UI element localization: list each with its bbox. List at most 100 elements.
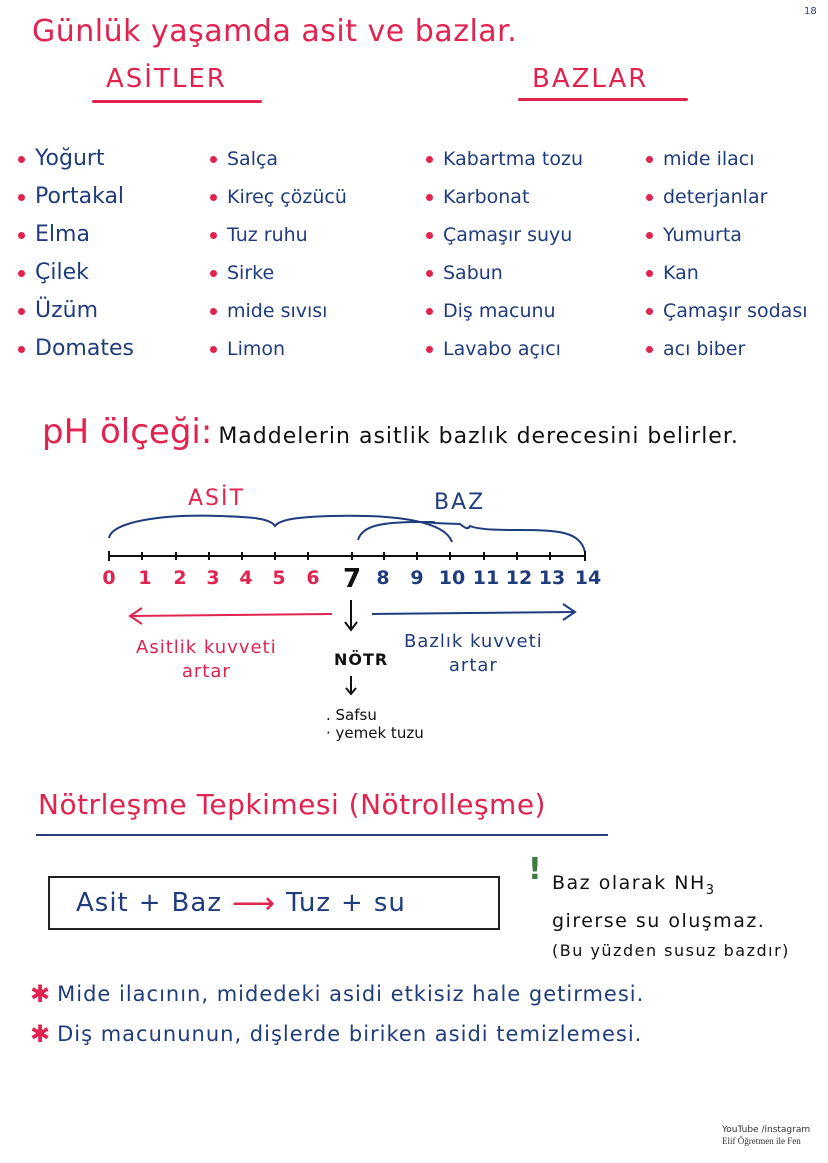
neutral-examples: . Safsu · yemek tuzu — [326, 706, 424, 742]
acid-strength-label: Asitlik kuvveti artar — [136, 636, 277, 684]
neutral-label: NÖTR — [334, 650, 389, 669]
neutral-example: · yemek tuzu — [326, 724, 424, 742]
ph-definition: Maddelerin asitlik bazlık derecesini bel… — [218, 424, 739, 449]
list-item: Yumurta — [646, 216, 808, 254]
acids-list-col2: Salça Kireç çözücü Tuz ruhu Sirke mide s… — [210, 140, 347, 368]
equation-product-salt: Tuz — [285, 888, 332, 918]
acids-list-col1: Yoğurt Portakal Elma Çilek Üzüm Domates — [18, 140, 134, 368]
list-item: Elma — [18, 216, 134, 254]
bullet-icon — [210, 231, 217, 239]
list-item: Kan — [646, 254, 808, 292]
list-item: Üzüm — [18, 292, 134, 330]
neutralization-title-underline — [36, 834, 608, 836]
bases-list-col2: mide ilacı deterjanlar Yumurta Kan Çamaş… — [646, 140, 808, 368]
bullet-icon — [18, 193, 25, 201]
acid-arrow-left-icon — [128, 607, 333, 625]
list-item: Yoğurt — [18, 140, 134, 178]
bullet-icon — [210, 269, 217, 277]
bullet-icon — [210, 155, 217, 163]
tick-label: 0 — [102, 567, 116, 589]
tick-label: 8 — [376, 567, 390, 589]
tick-label: 14 — [574, 567, 602, 589]
equation-box: Asit + Baz ⟶ Tuz + su — [48, 876, 500, 930]
bullet-icon — [18, 345, 25, 353]
base-brace-icon — [357, 520, 586, 553]
base-range-label: BAZ — [434, 490, 486, 515]
bullet-icon — [210, 193, 217, 201]
bullet-icon — [646, 231, 653, 239]
list-item: Kabartma tozu — [426, 140, 583, 178]
page-title: Günlük yaşamda asit ve bazlar. — [32, 14, 518, 49]
list-item: Kireç çözücü — [210, 178, 347, 216]
bullet-icon — [646, 155, 653, 163]
bullet-icon — [646, 307, 653, 315]
tick-label: 1 — [138, 567, 152, 589]
base-strength-line1: Bazlık kuvveti — [404, 631, 543, 652]
down-arrow-icon — [345, 676, 357, 696]
asterisk-icon: ✱ — [30, 1020, 52, 1048]
equation-reactant-base: Baz — [171, 888, 222, 918]
page-number: 18 — [804, 6, 817, 17]
tick-label: 11 — [472, 567, 500, 589]
note-line-3: (Bu yüzden susuz bazdır) — [552, 940, 790, 960]
bullet-icon — [646, 193, 653, 201]
tick-label: 3 — [206, 567, 220, 589]
equation-plus: + — [138, 888, 162, 918]
bullet-icon — [426, 269, 433, 277]
bullet-icon — [426, 345, 433, 353]
ph-scale-diagram — [108, 514, 586, 561]
bullet-icon — [426, 193, 433, 201]
base-strength-line2: artar — [448, 655, 498, 676]
base-strength-label: Bazlık kuvveti artar — [404, 630, 543, 678]
ph-title: pH ölçeği: — [42, 412, 213, 452]
tick-label: 7 — [342, 564, 362, 594]
bullet-icon — [18, 269, 25, 277]
list-item: Tuz ruhu — [210, 216, 347, 254]
tick-label: 5 — [272, 567, 286, 589]
equation-reactant-acid: Asit — [76, 888, 129, 918]
bullet-icon — [18, 155, 25, 163]
bullet-icon — [646, 269, 653, 277]
tick-label: 13 — [538, 567, 566, 589]
tick-label: 4 — [239, 567, 253, 589]
bases-heading-underline — [518, 98, 688, 101]
footer-line-1: YouTube /instagram — [722, 1125, 811, 1135]
equation-product-water: su — [373, 888, 406, 918]
list-item: Karbonat — [426, 178, 583, 216]
note-line-2: girerse su oluşmaz. — [552, 909, 766, 932]
bases-list-col1: Kabartma tozu Karbonat Çamaşır suyu Sabu… — [426, 140, 583, 368]
note-line-1: Baz olarak NH3 — [552, 872, 716, 898]
base-arrow-right-icon — [371, 603, 577, 621]
list-item: Limon — [210, 330, 347, 368]
ammonia-note: Baz olarak NH3 girerse su oluşmaz. (Bu y… — [552, 868, 790, 966]
acids-heading-underline — [92, 100, 262, 103]
tick-label: 10 — [438, 567, 466, 589]
bullet-icon — [426, 155, 433, 163]
list-item: deterjanlar — [646, 178, 808, 216]
acid-brace-icon — [108, 514, 453, 543]
example-line: ✱ Diş macununun, dişlerde biriken asidi … — [30, 1020, 642, 1048]
ph-ticks — [108, 551, 586, 561]
ph-arrows — [128, 600, 577, 696]
list-item: Sabun — [426, 254, 583, 292]
list-item: Sirke — [210, 254, 347, 292]
acid-strength-line2: artar — [181, 661, 231, 682]
list-item: Portakal — [18, 178, 134, 216]
example-text: Mide ilacının, midedeki asidi etkisiz ha… — [57, 982, 645, 1006]
tick-label: 6 — [306, 567, 320, 589]
bullet-icon — [426, 231, 433, 239]
list-item: Salça — [210, 140, 347, 178]
footer-credit: YouTube /instagram Elif Öğretmen ile Fen — [722, 1125, 810, 1147]
bullet-icon — [18, 231, 25, 239]
tick-label: 9 — [410, 567, 424, 589]
footer-line-2: Elif Öğretmen ile Fen — [722, 1136, 801, 1146]
neutralization-title: Nötrleşme Tepkimesi (Nötrolleşme) — [38, 788, 546, 821]
example-line: ✱ Mide ilacının, midedeki asidi etkisiz … — [30, 980, 644, 1008]
list-item: Domates — [18, 330, 134, 368]
exclamation-icon: ! — [528, 852, 542, 887]
down-arrow-icon — [344, 600, 358, 632]
list-item: mide ilacı — [646, 140, 808, 178]
list-item: Diş macunu — [426, 292, 583, 330]
bullet-icon — [18, 307, 25, 315]
ph-tick-labels: 0 1 2 3 4 5 6 7 8 9 10 11 12 13 14 — [100, 564, 620, 597]
